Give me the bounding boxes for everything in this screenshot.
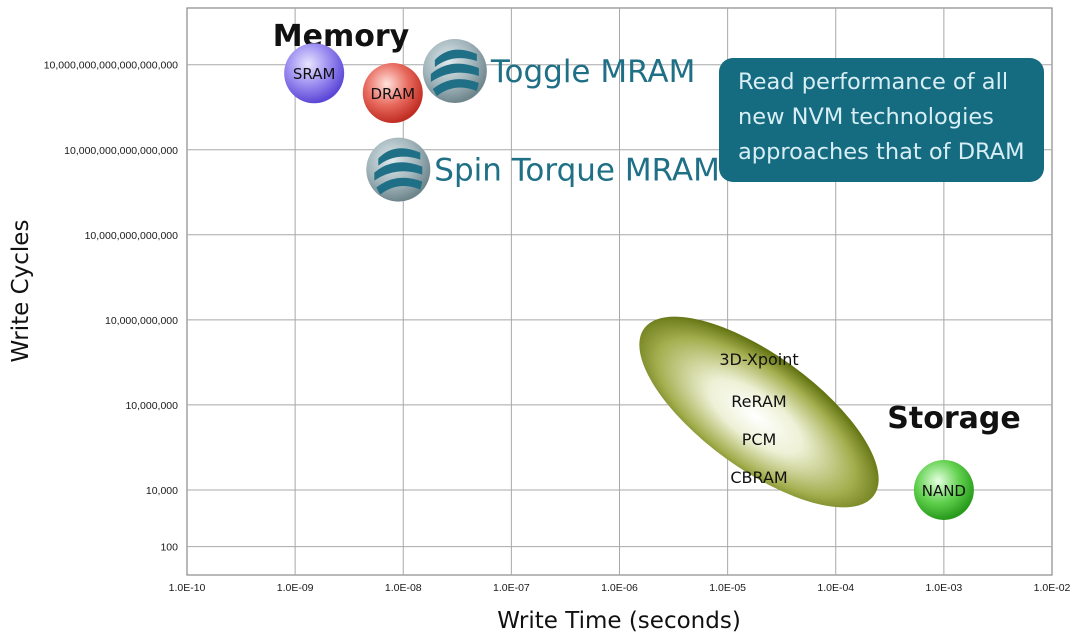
memory-group-label: Memory (273, 19, 410, 54)
point-label: DRAM (370, 85, 415, 103)
point-sram: SRAM (284, 43, 345, 104)
point-label: Spin Torque MRAM (434, 153, 720, 189)
y-tick-label: 10,000,000,000,000 (85, 230, 179, 242)
x-tick-label: 1.0E-06 (601, 582, 638, 594)
cluster-label-cbram: CBRAM (730, 468, 787, 487)
x-axis-title: Write Time (seconds) (497, 608, 741, 634)
mram-logo-band (378, 148, 421, 166)
storage-group-label: Storage (887, 401, 1020, 436)
x-tick-label: 1.0E-04 (817, 582, 854, 594)
x-tick-label: 1.0E-02 (1034, 582, 1071, 594)
point-bubble (284, 43, 345, 104)
callout-background (719, 58, 1044, 182)
y-tick-label: 10,000,000,000 (105, 315, 178, 327)
x-tick-label: 1.0E-09 (277, 582, 314, 594)
y-tick-label: 10,000,000,000,000,000 (64, 145, 178, 157)
x-tick-label: 1.0E-03 (925, 582, 962, 594)
point-label: SRAM (293, 65, 336, 83)
point-bubble (362, 63, 423, 124)
callout-line-2: new NVM technologies (738, 104, 994, 130)
mram-logo-band (374, 162, 423, 181)
y-tick-label: 100 (160, 542, 178, 554)
callout-line-3: approaches that of DRAM (738, 139, 1025, 165)
y-tick-label: 10,000 (146, 485, 178, 497)
y-tick-labels: 100 10,000 10,000,000 10,000,000,000 10,000,… (44, 60, 178, 554)
cluster-label-pcm: PCM (742, 430, 777, 449)
y-tick-label: 10,000,000 (125, 400, 178, 412)
cluster-ellipse (639, 316, 879, 508)
mram-logo-band (376, 177, 423, 195)
mram-logo-band (432, 79, 479, 96)
point-bubble (913, 459, 974, 520)
point-dram: DRAM (362, 63, 423, 124)
x-tick-label: 1.0E-05 (709, 582, 746, 594)
x-tick-label: 1.0E-07 (493, 582, 530, 594)
mram-logo-band (430, 63, 479, 82)
mram-logo-icon (430, 49, 479, 96)
y-axis-title: Write Cycles (8, 220, 34, 363)
x-tick-label: 1.0E-08 (385, 582, 422, 594)
point-nand: NAND (913, 459, 974, 520)
mram-logo-band (434, 49, 477, 67)
mram-logo-icon (374, 148, 423, 195)
nvm-callout-box: Read performance of all new NVM technolo… (719, 58, 1044, 182)
point-label: Toggle MRAM (490, 54, 696, 90)
point-toggle-mram: Toggle MRAM (422, 38, 696, 103)
point-spin-torque-mram: Spin Torque MRAM (366, 137, 720, 202)
point-label: NAND (922, 482, 966, 500)
y-tick-label: 10,000,000,000,000,000,000 (44, 60, 178, 72)
callout-line-1: Read performance of all (738, 69, 1008, 95)
x-tick-labels: 1.0E-10 1.0E-09 1.0E-08 1.0E-07 1.0E-06 1.0E-… (169, 582, 1071, 594)
cluster-label-3d-xpoint: 3D-Xpoint (719, 350, 798, 369)
cluster-label-reram: ReRAM (731, 392, 786, 411)
x-tick-label: 1.0E-10 (169, 582, 206, 594)
technology-points: SRAM DRAM Toggle MRAM Spin Torque MRAM NAND (284, 38, 974, 520)
